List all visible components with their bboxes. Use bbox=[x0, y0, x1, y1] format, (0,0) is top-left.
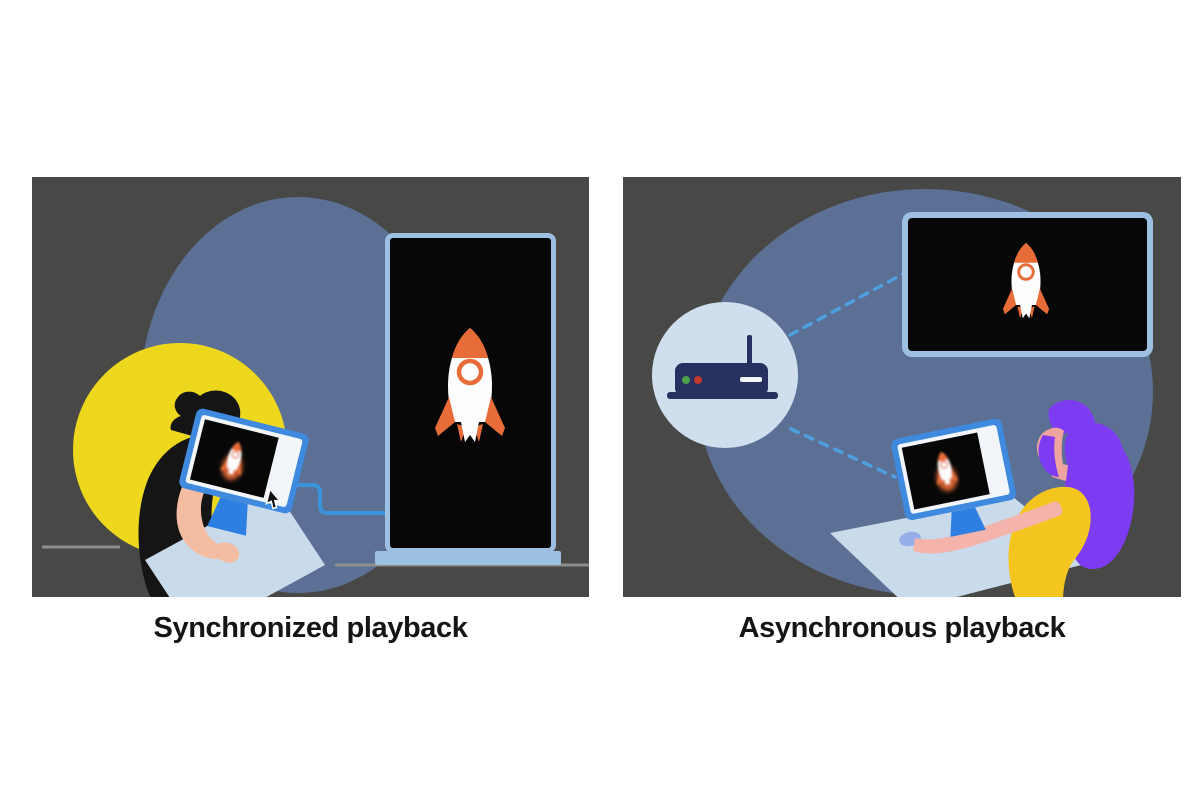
synchronized-scene bbox=[42, 197, 589, 597]
signage-display bbox=[375, 233, 561, 565]
signage-base bbox=[375, 551, 561, 565]
monitor-stand bbox=[950, 507, 986, 537]
asynchronous-scene bbox=[652, 189, 1153, 597]
caption-asynchronous: Asynchronous playback bbox=[738, 611, 1066, 644]
tv-display bbox=[902, 212, 1153, 357]
drive-slot bbox=[740, 377, 762, 382]
panel-synchronized bbox=[32, 177, 589, 597]
desktop-monitor bbox=[179, 408, 309, 536]
woman-hair-strand bbox=[1038, 435, 1059, 477]
media-player-icon bbox=[675, 363, 768, 396]
caption-synchronized: Synchronized playback bbox=[153, 611, 468, 644]
led-green bbox=[682, 376, 690, 384]
wireless-link-to-tv bbox=[788, 272, 905, 337]
woman bbox=[899, 400, 1135, 597]
desk bbox=[145, 489, 325, 597]
wireless-link-to-computer bbox=[789, 427, 897, 479]
man-arm bbox=[176, 482, 230, 559]
desktop-monitor bbox=[891, 418, 1016, 537]
led-red bbox=[694, 376, 702, 384]
monitor-stand bbox=[207, 497, 248, 536]
panel-asynchronous bbox=[623, 177, 1181, 597]
woman-arm bbox=[913, 501, 1063, 554]
hdmi-cable bbox=[294, 483, 390, 515]
media-player-badge bbox=[652, 302, 798, 448]
antenna bbox=[747, 335, 752, 365]
man-hand bbox=[214, 542, 240, 563]
cursor-icon bbox=[265, 487, 282, 510]
media-player-base bbox=[667, 392, 778, 399]
